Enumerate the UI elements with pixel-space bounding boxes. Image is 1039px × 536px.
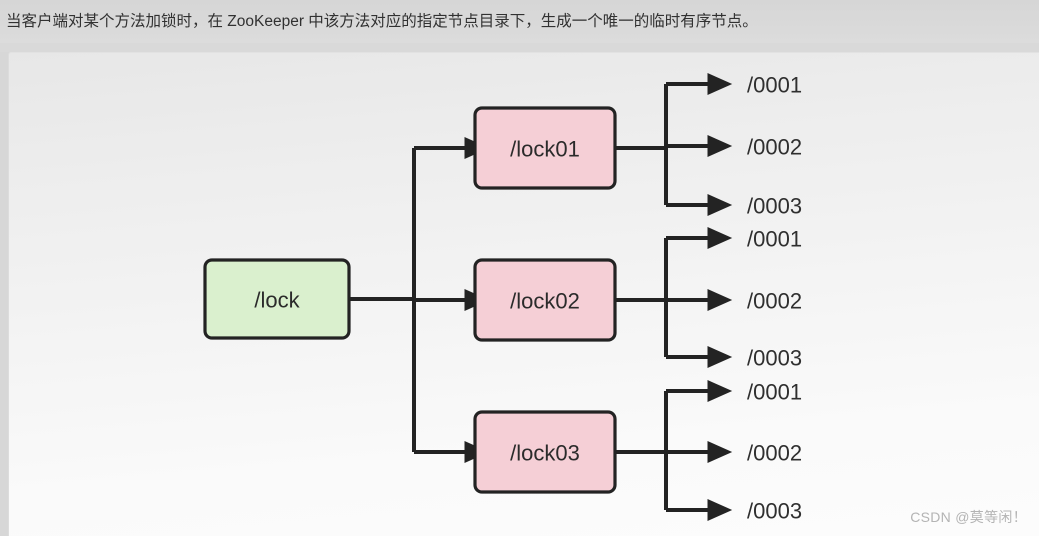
leaf-label-node-lock01-1: /0001 <box>747 73 802 98</box>
caption-divider <box>0 43 1039 52</box>
node-lock-root-rect[interactable] <box>203 258 351 340</box>
csdn-watermark: CSDN @莫等闲！ <box>910 509 1027 525</box>
node-lock02[interactable]: /lock02 <box>473 258 617 342</box>
node-lock01-label: /lock01 <box>510 137 580 162</box>
leaf-label-node-lock03-2: /0002 <box>747 441 802 466</box>
leaf-label-node-lock03-3: /0003 <box>747 499 802 524</box>
caption-bar: 当客户端对某个方法加锁时，在 ZooKeeper 中该方法对应的指定节点目录下，… <box>0 0 1039 43</box>
node-lock01-rect[interactable] <box>473 106 617 190</box>
node-lock03[interactable]: /lock03 <box>473 410 617 494</box>
node-lock-root[interactable]: /lock <box>203 258 351 340</box>
edges-layer <box>349 73 733 521</box>
node-lock-root-label: /lock <box>254 288 300 313</box>
leaf-label-node-lock01-3: /0003 <box>747 194 802 219</box>
zookeeper-lock-tree-diagram: /lock/lock01/lock02/lock03 /0001/0002/00… <box>203 73 802 524</box>
node-lock02-rect[interactable] <box>473 258 617 342</box>
leaf-label-node-lock01-2: /0002 <box>747 135 802 160</box>
node-lock02-label: /lock02 <box>510 289 580 314</box>
leaves-layer: /0001/0002/0003/0001/0002/0003/0001/0002… <box>747 73 802 524</box>
leaf-label-node-lock02-3: /0003 <box>747 346 802 371</box>
diagram-card: /lock/lock01/lock02/lock03 /0001/0002/00… <box>8 52 1039 536</box>
node-lock01[interactable]: /lock01 <box>473 106 617 190</box>
caption-text: 当客户端对某个方法加锁时，在 ZooKeeper 中该方法对应的指定节点目录下，… <box>6 12 758 30</box>
leaf-label-node-lock02-2: /0002 <box>747 289 802 314</box>
node-lock03-label: /lock03 <box>510 441 580 466</box>
nodes-layer: /lock/lock01/lock02/lock03 <box>203 106 617 494</box>
leaf-label-node-lock02-1: /0001 <box>747 227 802 252</box>
node-lock03-rect[interactable] <box>473 410 617 494</box>
leaf-label-node-lock03-1: /0001 <box>747 380 802 405</box>
